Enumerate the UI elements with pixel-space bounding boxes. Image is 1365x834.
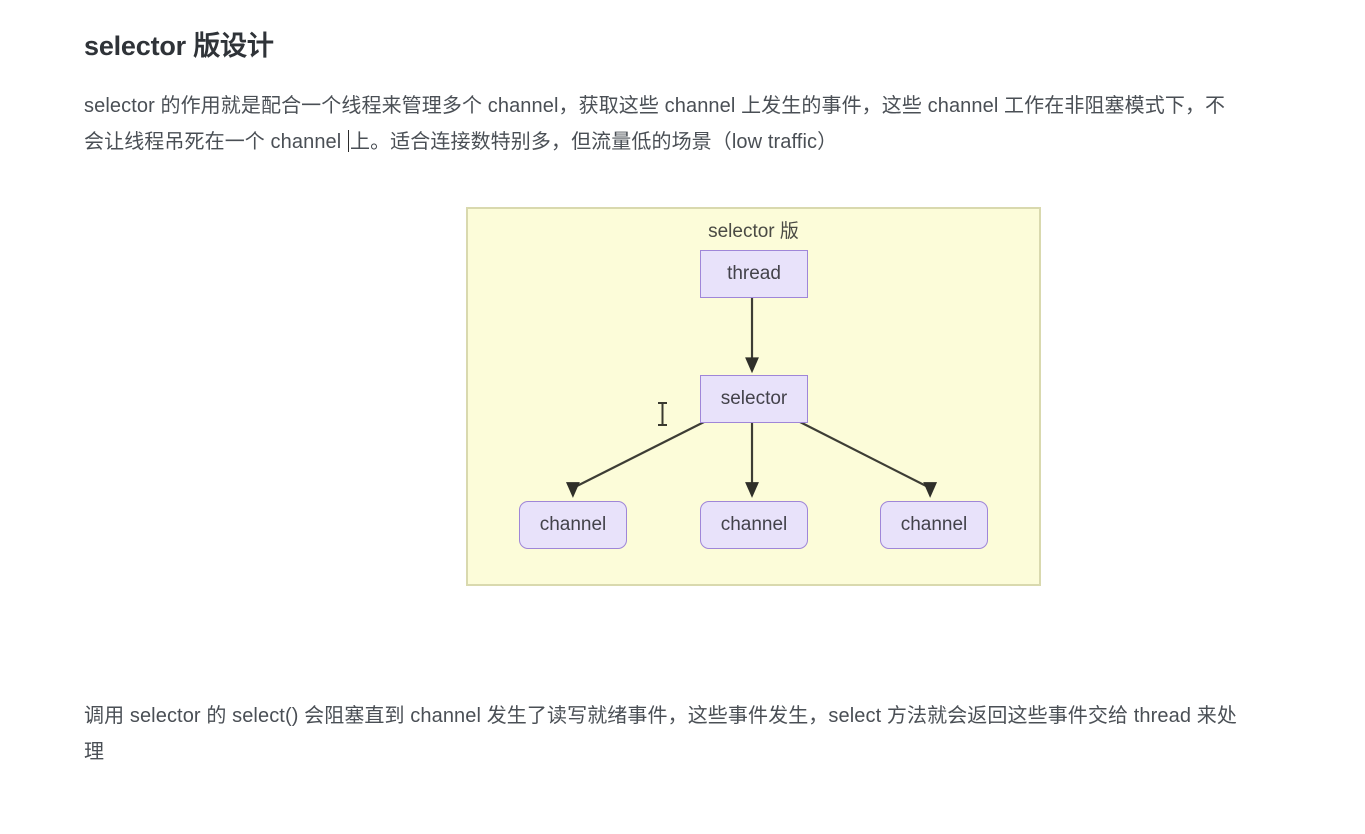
node-channel-3[interactable]: channel — [880, 501, 988, 549]
text-cursor-icon — [658, 402, 667, 426]
intro-paragraph-text-before-caret: selector 的作用就是配合一个线程来管理多个 channel，获取这些 c… — [84, 95, 1226, 153]
text-caret — [347, 130, 349, 152]
intro-paragraph-text-after-caret: 上。适合连接数特别多，但流量低的场景（low traffic） — [349, 131, 838, 153]
node-channel-2[interactable]: channel — [700, 501, 808, 549]
intro-paragraph[interactable]: selector 的作用就是配合一个线程来管理多个 channel，获取这些 c… — [84, 66, 1244, 160]
diagram-title: selector 版 — [708, 221, 799, 242]
node-thread[interactable]: thread — [700, 250, 808, 298]
node-selector[interactable]: selector — [700, 375, 808, 423]
edge-selector-to-channel-3 — [797, 419, 931, 489]
article-content: selector 版设计 selector 的作用就是配合一个线程来管理多个 c… — [84, 0, 1264, 763]
arrowhead-selector-to-channel-2 — [745, 482, 759, 498]
selector-diagram[interactable]: selector 版 thread — [466, 207, 1041, 586]
outro-paragraph[interactable]: 调用 selector 的 select() 会阻塞直到 channel 发生了… — [84, 705, 1237, 763]
arrowhead-selector-to-channel-1 — [566, 482, 580, 498]
page-title: selector 版设计 — [84, 31, 274, 61]
diagram-canvas: selector 版 thread — [466, 207, 1041, 586]
edge-selector-to-channel-1 — [572, 419, 707, 489]
node-channel-1[interactable]: channel — [519, 501, 627, 549]
arrowhead-selector-to-channel-3 — [923, 482, 938, 498]
arrowhead-thread-to-selector — [745, 357, 759, 374]
